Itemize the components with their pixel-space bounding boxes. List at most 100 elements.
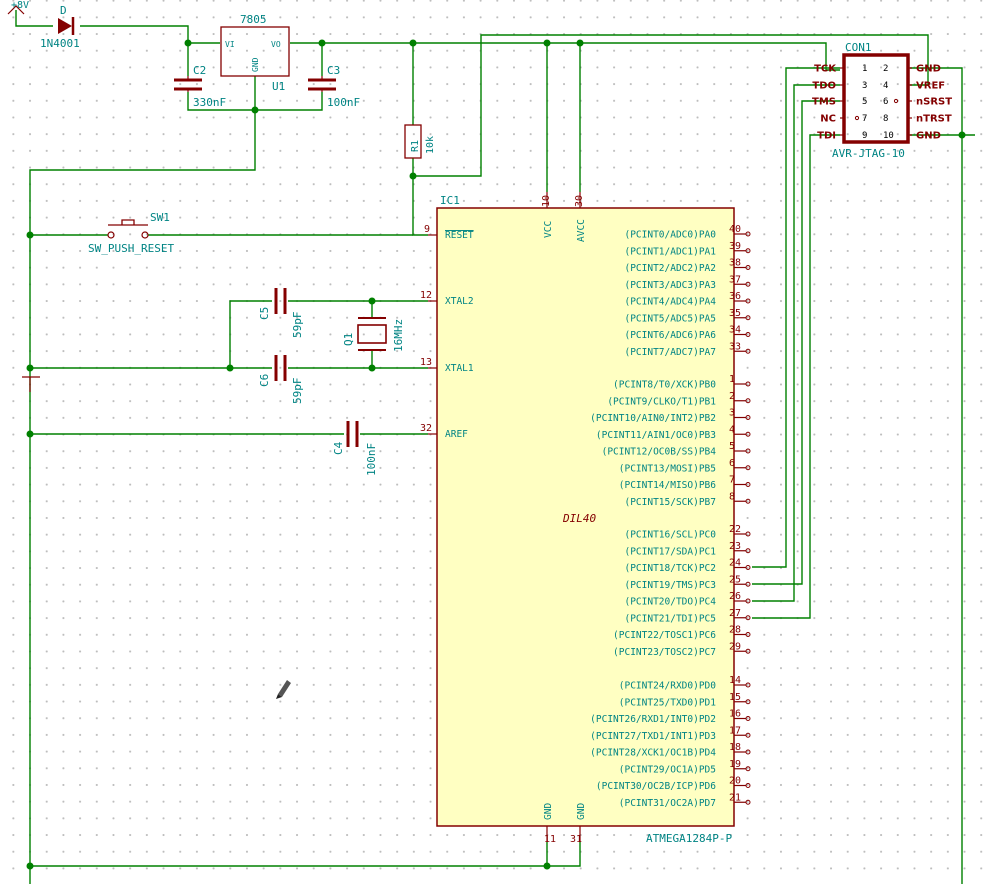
resistor-r1[interactable]: R1 10k [404,124,436,159]
pin-name-gnd-11: GND [543,803,554,820]
pin-name-5: (PCINT12/OC0B/SS)PB4 [602,447,717,458]
pin-num-15: 15 [729,692,741,703]
pin-name-36: (PCINT4/ADC4)PA4 [624,297,716,308]
pin-num-19: 19 [729,759,741,770]
pin-name-8: (PCINT15/SCK)PB7 [624,497,716,508]
pin-num-9: 9 [424,224,430,235]
con-label-tms: TMS [812,97,836,108]
pin-name-40: (PCINT0/ADC0)PA0 [624,230,716,241]
wire-c5-left [229,300,272,368]
q1-value: 16MHz [392,319,405,352]
con-pin-num-6: 6 [883,97,888,107]
pin-num-1: 1 [729,374,735,385]
c3-value: 100nF [327,96,360,109]
pin-num-38: 38 [729,258,741,269]
con-label-tdo: TDO [812,81,836,92]
wire-tdi [752,134,840,619]
wire-gnd-bottom [30,842,581,867]
power-label: +8V [11,0,29,11]
c5-ref: C5 [258,307,271,320]
pin-num-22: 22 [729,524,741,535]
pin-num-3: 3 [729,408,735,419]
c4-value: 100nF [365,443,378,476]
mcu-ic1[interactable]: IC1 DIL40 ATMEGA1284P-P 10 30 VCC AVCC 1… [420,192,751,845]
con-pin-num-3: 3 [862,81,867,91]
regulator-pin-gnd: GND [251,57,260,72]
capacitor-c5[interactable]: C5 59pF [258,288,304,338]
regulator-pin-vo: VO [271,40,281,49]
capacitor-c6[interactable]: C6 59pF [258,355,304,404]
wires [15,10,975,884]
pin-num-25: 25 [729,574,741,585]
pin-name-19: (PCINT29/OC1A)PD5 [619,764,716,775]
r1-ref: R1 [410,140,421,152]
pin-name-15: (PCINT25/TXD0)PD1 [619,697,717,708]
diode-d[interactable]: D 1N4001 [40,4,80,50]
con1-value: AVR-JTAG-10 [832,147,905,160]
pin-num-11: 11 [544,834,556,845]
pencil-cursor-icon [276,680,291,699]
switch-sw1[interactable]: SW1 SW_PUSH_RESET [88,211,174,255]
capacitor-c2[interactable]: C2 330nF [174,64,226,109]
con-pin-num-8: 8 [883,114,888,124]
pin-name-37: (PCINT3/ADC3)PA3 [624,280,716,291]
wire-tms [752,100,840,585]
crystal-q1[interactable]: Q1 16MHz [342,317,405,352]
pin-name-28: (PCINT22/TOSC1)PC6 [613,630,716,641]
pin-name-20: (PCINT30/OC2B/ICP)PD6 [596,781,716,792]
pin-num-14: 14 [729,675,741,686]
pin-num-21: 21 [729,792,741,803]
c2-value: 330nF [193,96,226,109]
pin-name-aref: AREF [445,429,468,440]
pin-name-38: (PCINT2/ADC2)PA2 [624,263,716,274]
pin-name-avcc: AVCC [576,219,587,242]
pin-name-xtal2: XTAL2 [445,296,474,307]
pin-num-24: 24 [729,558,741,569]
con-label-right-3: nSRST [916,97,952,108]
pin-name-17: (PCINT27/TXD1/INT1)PD3 [590,731,716,742]
pin-name-7: (PCINT14/MISO)PB6 [619,480,717,491]
wire-gnd-right-rail [910,67,963,884]
pin-num-30: 30 [574,195,585,207]
pin-name-16: (PCINT26/RXD1/INT0)PD2 [590,714,716,725]
pin-num-7: 7 [729,475,735,486]
pin-name-3: (PCINT10/AIN0/INT2)PB2 [590,413,716,424]
pin-name-4: (PCINT11/AIN1/OC0)PB3 [596,430,716,441]
diode-value: 1N4001 [40,37,80,50]
pin-num-28: 28 [729,625,741,636]
pin-num-18: 18 [729,742,741,753]
connector-body [842,53,910,144]
power-flag-8v[interactable]: +8V [7,0,29,15]
pin-num-2: 2 [729,391,735,402]
con-pin-num-10: 10 [883,131,894,141]
mcu-footprint: DIL40 [562,512,596,525]
pin-name-18: (PCINT28/XCK1/OC1B)PD4 [590,748,716,759]
regulator-ref: U1 [272,80,285,93]
capacitor-c4[interactable]: C4 100nF [332,421,378,476]
pin-num-8: 8 [729,491,735,502]
c6-value: 59pF [291,378,304,405]
pin-num-31: 31 [570,834,582,845]
pin-num-17: 17 [729,725,741,736]
capacitor-c3[interactable]: C3 100nF [308,64,360,109]
wire-vref [413,34,929,177]
pin-name-34: (PCINT6/ADC6)PA6 [624,330,716,341]
pin-num-12: 12 [420,290,432,301]
pin-name-vcc: VCC [543,221,554,238]
pin-num-36: 36 [729,291,741,302]
con-label-right-4: nTRST [916,114,952,125]
c4-ref: C4 [332,441,345,455]
pin-num-34: 34 [729,325,741,336]
pin-num-29: 29 [729,641,741,652]
pin-name-27: (PCINT21/TDI)PC5 [624,613,716,624]
regulator-u1[interactable]: 7805 VI VO GND U1 [220,13,290,93]
con-pin-num-4: 4 [883,81,888,91]
pin-name-25: (PCINT19/TMS)PC3 [624,580,716,591]
diode-ref: D [60,4,67,17]
pin-name-14: (PCINT24/RXD0)PD0 [619,681,717,692]
pin-name-24: (PCINT18/TCK)PC2 [624,563,716,574]
pin-num-6: 6 [729,458,735,469]
wire-tdo [752,84,840,602]
